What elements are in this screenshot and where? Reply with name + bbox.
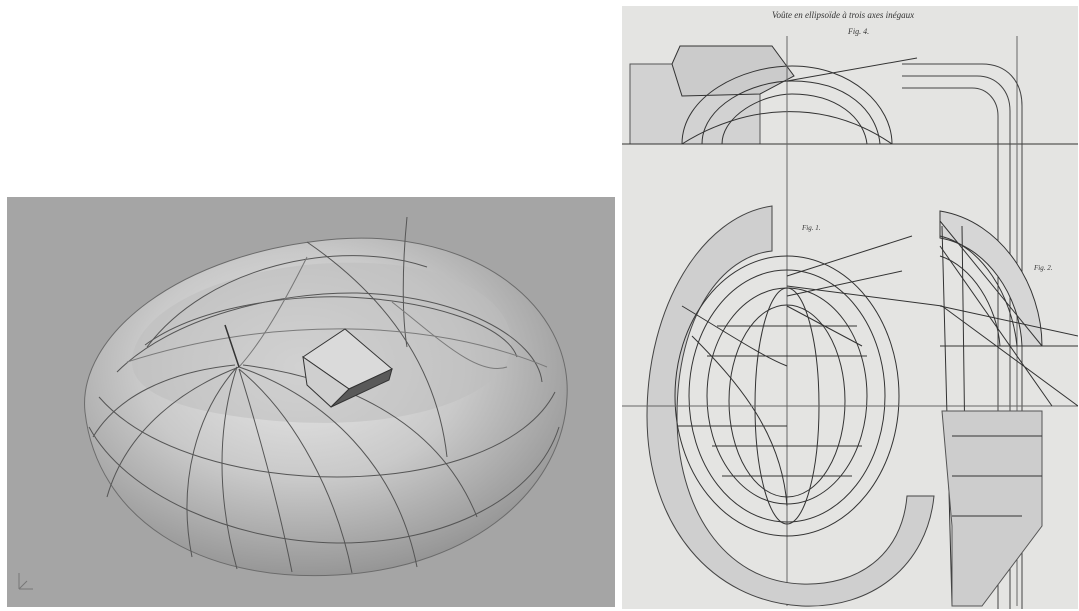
side-rays [939,220,1078,407]
stereotomy-drawing-panel: Voûte en ellipsoïde à trois axes inégaux… [622,6,1078,609]
grid-meridian [242,364,478,518]
grid-meridian [221,366,238,570]
grid-meridian [92,364,236,438]
grid-latitude [116,292,543,383]
grid-latitude [144,296,518,358]
plan-ellipse [728,304,846,498]
ring-arc [902,87,999,609]
ellipsoid-opening [131,262,512,423]
ellipsoid-render-panel [7,197,615,607]
ellipsoid-render [18,216,568,590]
plan-meridian [691,335,788,507]
plan-grid [707,325,867,477]
grid-meridian [186,366,238,558]
side-ring [939,210,1043,347]
axis-indicator-icon [18,573,33,590]
ring-arc [902,75,1011,609]
grid-arc [391,301,508,369]
elevation-arch [701,80,881,145]
side-block-lines [952,435,1042,517]
shaded-ring [646,205,935,607]
figure-label-side: Fig. 2. [1034,264,1053,272]
grid-arc [238,256,308,368]
grid-latitude [88,426,560,544]
apex-spike [224,324,240,368]
plan-ellipse [674,255,900,537]
grid-arc [402,216,408,348]
grid-arc [306,241,448,458]
grid-arc [146,255,428,348]
side-arch [939,235,1018,347]
grid-meridian [106,366,240,498]
side-block [941,410,1043,607]
grid-meridian [238,368,353,574]
grid-latitude [98,391,556,478]
stereotomy-drawing [622,36,1078,609]
plan-radial [786,235,943,347]
side-arch [939,255,1001,347]
figure-label-top: Fig. 4. [848,27,870,36]
elevation-arch [681,111,893,145]
plan-ellipse [688,269,886,523]
grid-meridian [238,366,418,568]
plan-meridian [681,305,788,367]
elevation-voussoirs [671,45,795,97]
ring-arc [902,63,1023,609]
elevation-arch [681,65,893,145]
opening-box [302,328,393,408]
figure-label-plan: Fig. 1. [802,224,821,232]
ray [786,57,918,82]
sheet-title: Voûte en ellipsoïde à trois axes inégaux [772,10,915,20]
grid-meridian [238,368,293,573]
